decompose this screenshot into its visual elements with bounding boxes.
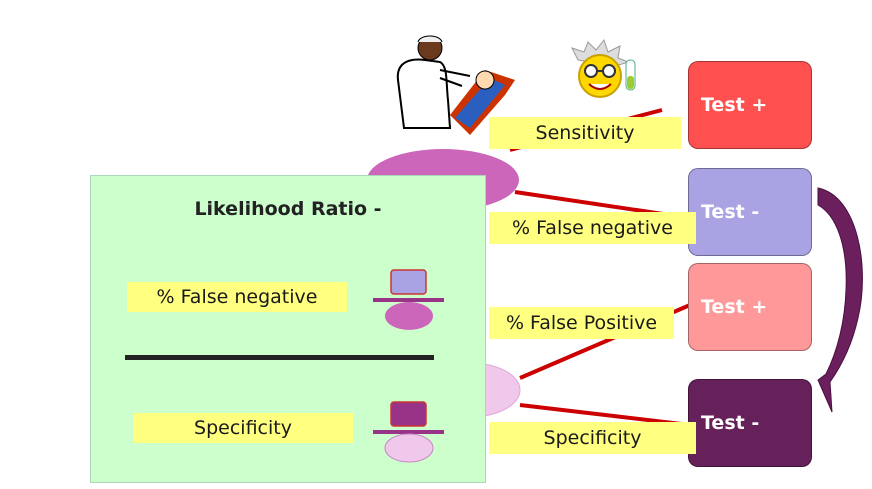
test-negative-label: Test - [701, 201, 760, 223]
test-negative-label: Test - [701, 412, 760, 434]
fraction-bar [125, 355, 434, 360]
numerator-fraction-icon [373, 269, 444, 330]
dentist-icon [396, 35, 515, 135]
specificity-label: Specificity [489, 422, 696, 454]
test-positive-box-top: Test + [688, 61, 812, 149]
test-positive-label: Test + [701, 94, 768, 116]
scientist-smiley-icon [571, 38, 636, 98]
likelihood-ratio-panel: Likelihood Ratio - % False negative Spec… [90, 175, 486, 483]
numerator-label: % False negative [127, 282, 347, 312]
test-positive-box-bottom: Test + [688, 263, 812, 351]
false-negative-label: % False negative [489, 212, 696, 244]
panel-title: Likelihood Ratio - [194, 198, 382, 220]
test-negative-box-bottom: Test - [688, 379, 812, 467]
curved-arrow-icon [817, 187, 863, 413]
sensitivity-label: Sensitivity [489, 117, 681, 149]
denominator-label: Specificity [133, 413, 353, 443]
false-positive-label: % False Positive [489, 307, 674, 339]
denominator-fraction-icon [373, 401, 444, 463]
test-positive-label: Test + [701, 296, 768, 318]
line-to-test-neg-bottom [519, 403, 691, 427]
test-negative-box-top: Test - [688, 168, 812, 256]
